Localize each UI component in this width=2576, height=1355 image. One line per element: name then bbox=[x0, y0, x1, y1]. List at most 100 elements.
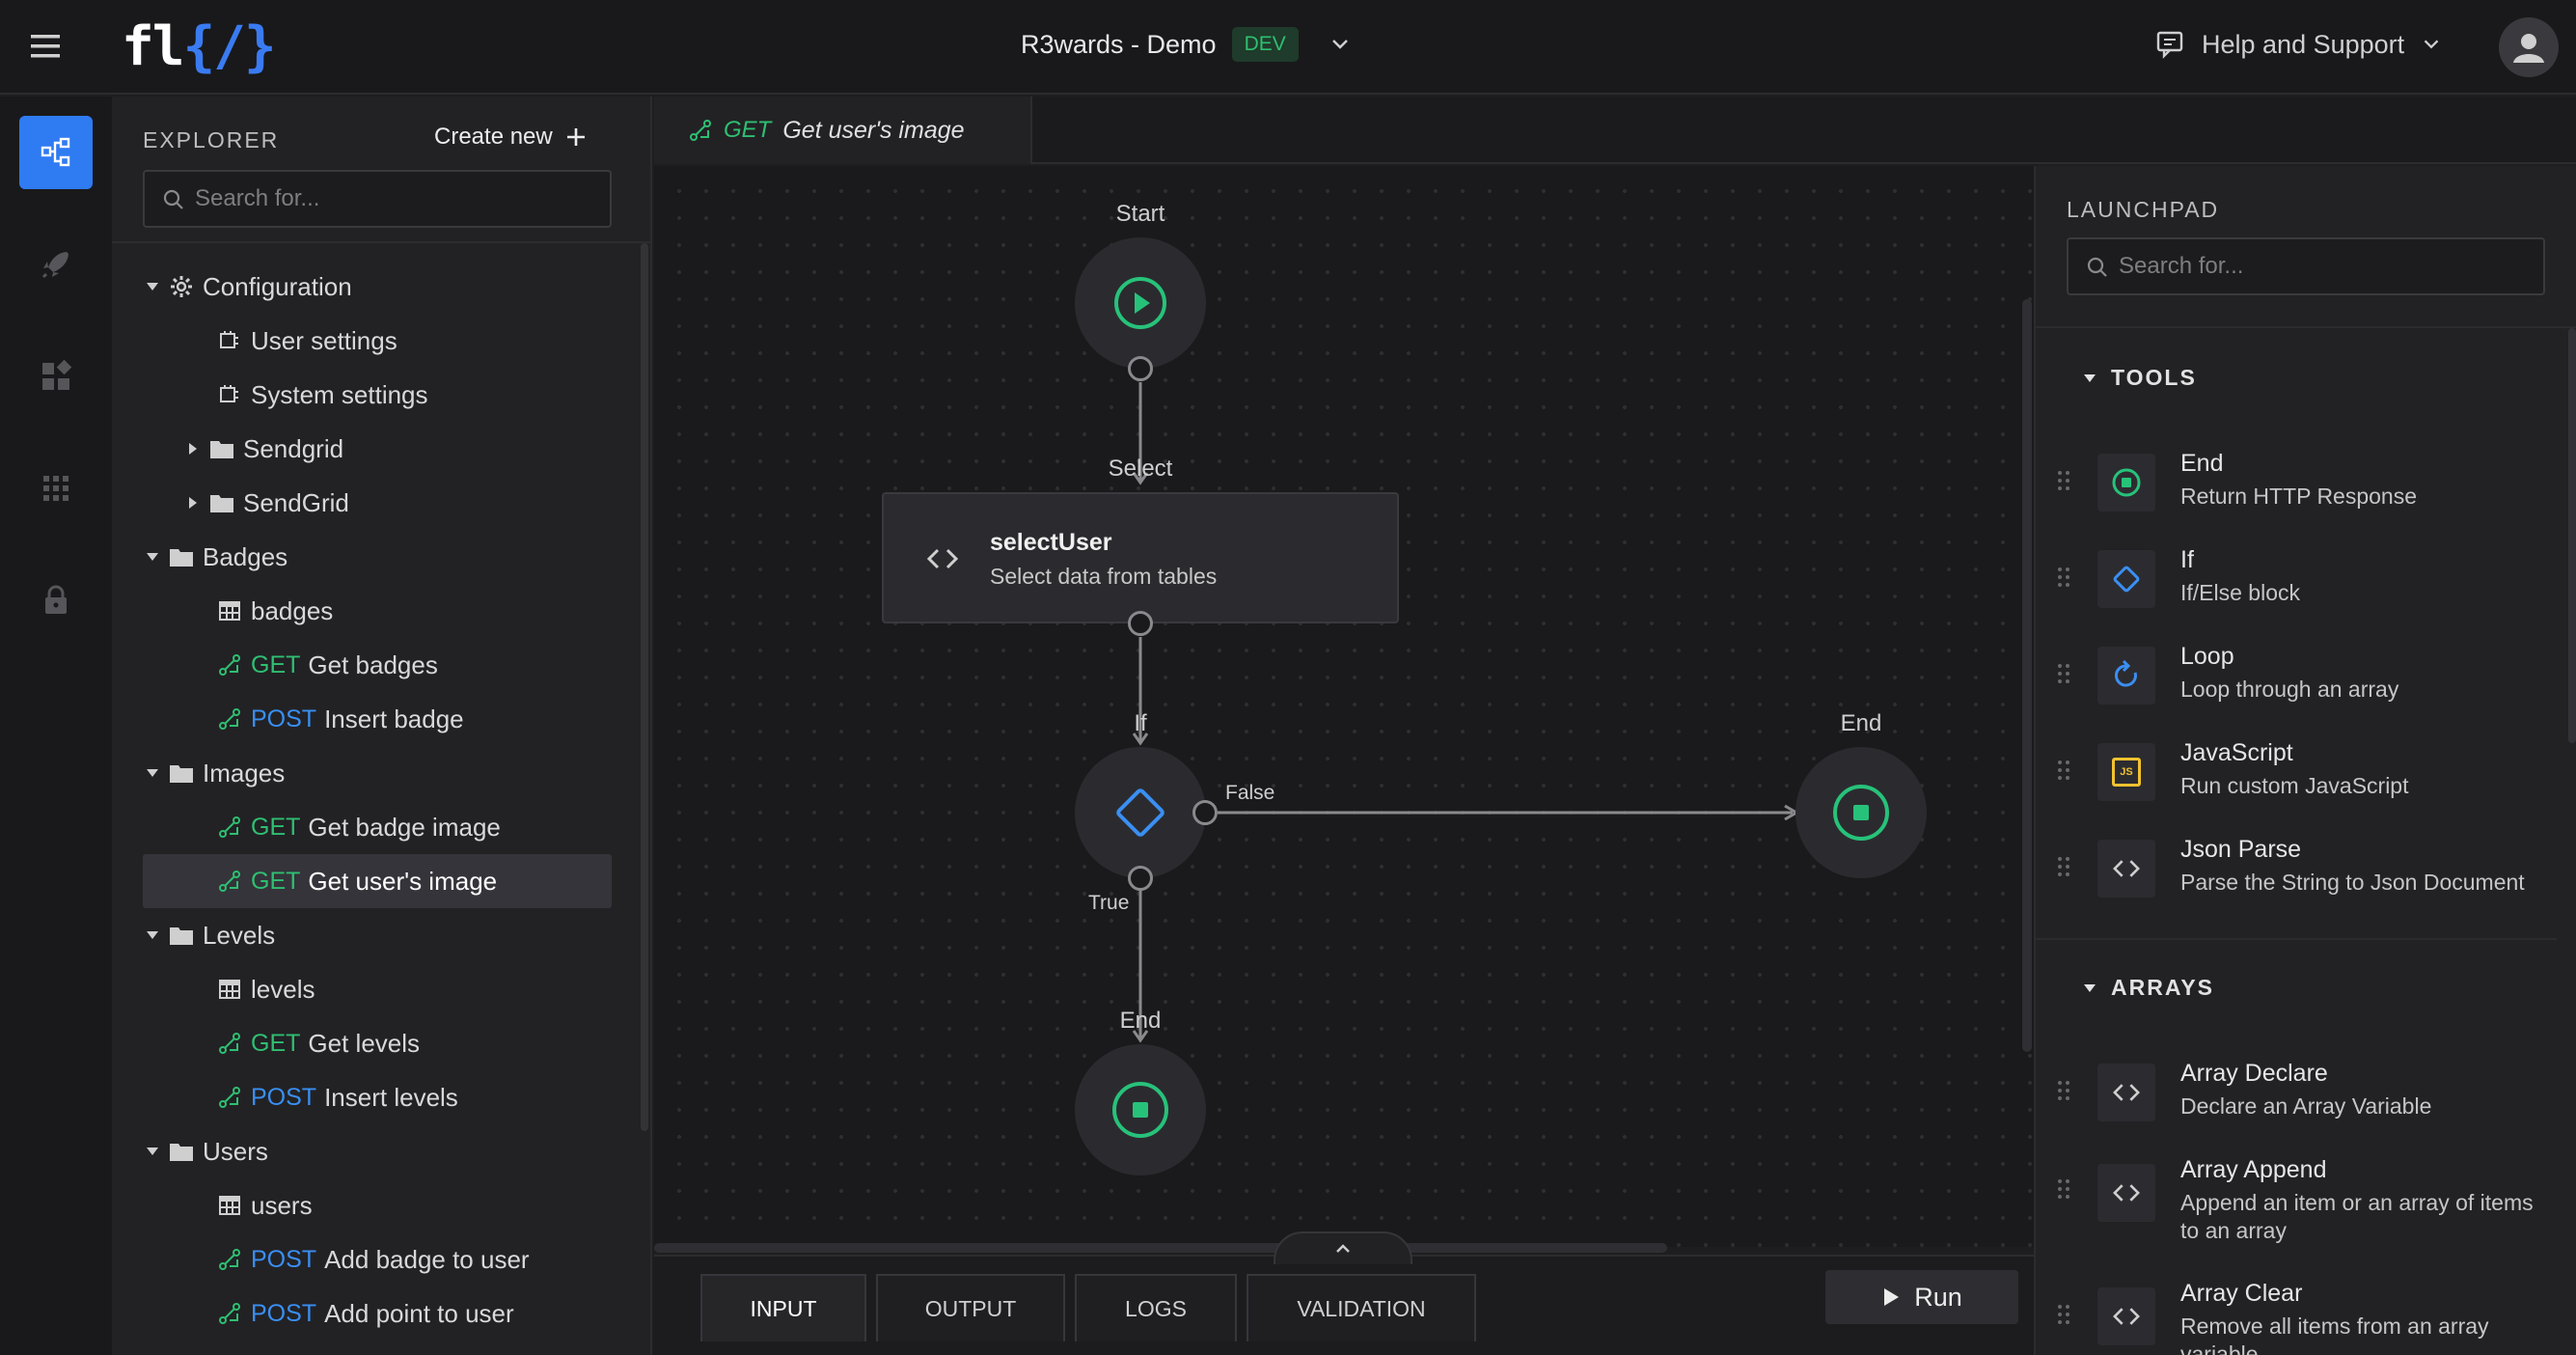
endpoint-icon bbox=[216, 705, 243, 733]
explorer-scrollbar[interactable] bbox=[641, 243, 648, 1131]
create-new-button[interactable]: Create new bbox=[434, 124, 588, 151]
tree-folder-images[interactable]: Images bbox=[143, 746, 612, 800]
tree-folder-badges[interactable]: Badges bbox=[143, 530, 612, 584]
endpoint-icon bbox=[216, 651, 243, 678]
bottom-panel: INPUT OUTPUT LOGS VALIDATION Run bbox=[654, 1255, 2034, 1355]
search-icon bbox=[162, 188, 185, 211]
tab-title: Get user's image bbox=[782, 116, 965, 144]
tool-end[interactable]: End Return HTTP Response bbox=[2057, 446, 2559, 542]
tree-folder-users[interactable]: Users bbox=[143, 1124, 612, 1178]
launchpad-title: LAUNCHPAD bbox=[2067, 197, 2220, 222]
tool-if[interactable]: If If/Else block bbox=[2057, 542, 2559, 639]
folder-icon bbox=[168, 543, 195, 570]
launchpad-search-input[interactable] bbox=[2119, 253, 2543, 280]
if-node[interactable] bbox=[1075, 747, 1206, 878]
launchpad-search bbox=[2067, 237, 2545, 295]
chevron-down-icon bbox=[2420, 33, 2443, 56]
drag-handle-icon[interactable] bbox=[2057, 855, 2070, 878]
tree-endpoint-get-badges[interactable]: GET Get badges bbox=[143, 638, 612, 692]
code-icon bbox=[2097, 840, 2155, 898]
tree-item-levels-table[interactable]: levels bbox=[143, 962, 612, 1016]
tree-endpoint-add-badge-to-user[interactable]: POST Add badge to user bbox=[143, 1232, 612, 1286]
tree-endpoint-get-badge-image[interactable]: GET Get badge image bbox=[143, 800, 612, 854]
drag-handle-icon[interactable] bbox=[2057, 1177, 2070, 1201]
hamburger-menu-icon[interactable] bbox=[29, 29, 64, 64]
endpoint-icon bbox=[216, 1300, 243, 1327]
tree-item-system-settings[interactable]: System settings bbox=[143, 368, 612, 422]
rail-deploy-button[interactable] bbox=[19, 228, 93, 301]
tree-item-user-settings[interactable]: User settings bbox=[143, 314, 612, 368]
canvas-horizontal-scrollbar[interactable] bbox=[654, 1243, 1667, 1253]
section-arrays-header[interactable]: ARRAYS bbox=[2082, 975, 2214, 1001]
tree-item-users-table[interactable]: users bbox=[143, 1178, 612, 1232]
run-button[interactable]: Run bbox=[1825, 1270, 2018, 1324]
tab-output[interactable]: OUTPUT bbox=[876, 1274, 1065, 1341]
tree-endpoint-insert-levels[interactable]: POST Insert levels bbox=[143, 1070, 612, 1124]
start-node[interactable] bbox=[1075, 237, 1206, 369]
launchpad-scrollbar[interactable] bbox=[2568, 328, 2576, 743]
tab-logs[interactable]: LOGS bbox=[1075, 1274, 1237, 1341]
flow-canvas[interactable] bbox=[654, 166, 2034, 1247]
drag-handle-icon[interactable] bbox=[2057, 469, 2070, 492]
tree-folder-configuration[interactable]: Configuration bbox=[143, 260, 612, 314]
if-true-port[interactable] bbox=[1128, 866, 1153, 891]
tree-folder-sendgrid[interactable]: Sendgrid bbox=[143, 422, 612, 476]
tool-loop[interactable]: Loop Loop through an array bbox=[2057, 639, 2559, 735]
tool-json-parse[interactable]: Json Parse Parse the String to Json Docu… bbox=[2057, 832, 2559, 928]
tool-array-append[interactable]: Array Append Append an item or an array … bbox=[2057, 1152, 2559, 1249]
end-node-false[interactable] bbox=[1795, 747, 1927, 878]
drag-handle-icon[interactable] bbox=[2057, 1079, 2070, 1102]
tree-folder-sendgrid-2[interactable]: SendGrid bbox=[143, 476, 612, 530]
tool-array-clear[interactable]: Array Clear Remove all items from an arr… bbox=[2057, 1276, 2559, 1355]
tree-endpoint-insert-badge[interactable]: POST Insert badge bbox=[143, 692, 612, 746]
explorer-search-input[interactable] bbox=[195, 185, 610, 212]
launchpad-divider bbox=[2036, 326, 2576, 328]
code-icon bbox=[2097, 1164, 2155, 1222]
tree-endpoint-add-point-to-user[interactable]: POST Add point to user bbox=[143, 1286, 612, 1341]
canvas-vertical-scrollbar[interactable] bbox=[2022, 299, 2032, 1052]
start-output-port[interactable] bbox=[1128, 356, 1153, 381]
tool-array-declare[interactable]: Array Declare Declare an Array Variable bbox=[2057, 1056, 2559, 1152]
tree-endpoint-get-users-image[interactable]: GET Get user's image bbox=[143, 854, 612, 908]
select-output-port[interactable] bbox=[1128, 611, 1153, 636]
collapse-panel-toggle[interactable] bbox=[1274, 1231, 1412, 1264]
folder-icon bbox=[208, 435, 235, 462]
tab-input[interactable]: INPUT bbox=[700, 1274, 866, 1341]
endpoint-icon bbox=[689, 119, 712, 142]
if-node-label: If bbox=[1134, 710, 1147, 736]
drag-handle-icon[interactable] bbox=[2057, 1303, 2070, 1326]
drag-handle-icon[interactable] bbox=[2057, 662, 2070, 685]
javascript-icon: JS bbox=[2097, 743, 2155, 801]
tab-get-users-image[interactable]: GET Get user's image bbox=[654, 97, 1032, 164]
section-tools-header[interactable]: TOOLS bbox=[2082, 365, 2197, 391]
explorer-divider bbox=[112, 241, 650, 243]
tree-endpoint-get-levels[interactable]: GET Get levels bbox=[143, 1016, 612, 1070]
project-selector[interactable]: R3wards - Demo DEV bbox=[1021, 27, 1353, 62]
launchpad-panel: LAUNCHPAD TOOLS End Return HTTP Response… bbox=[2034, 166, 2576, 1355]
help-and-support-menu[interactable]: Help and Support bbox=[2155, 29, 2443, 60]
tree-item-badges-table[interactable]: badges bbox=[143, 584, 612, 638]
rail-widgets-button[interactable] bbox=[19, 340, 93, 413]
help-and-support-label: Help and Support bbox=[2202, 29, 2405, 59]
drag-handle-icon[interactable] bbox=[2057, 566, 2070, 589]
code-icon bbox=[2097, 1287, 2155, 1345]
app-logo: fl{/} bbox=[122, 15, 277, 78]
endpoint-icon bbox=[216, 1246, 243, 1273]
user-avatar[interactable] bbox=[2499, 17, 2559, 77]
tab-validation[interactable]: VALIDATION bbox=[1247, 1274, 1476, 1341]
drag-handle-icon[interactable] bbox=[2057, 759, 2070, 782]
select-user-node[interactable]: selectUser Select data from tables bbox=[882, 492, 1399, 623]
if-false-port[interactable] bbox=[1192, 800, 1218, 825]
tree-folder-levels[interactable]: Levels bbox=[143, 908, 612, 962]
code-icon bbox=[2097, 1064, 2155, 1121]
endpoint-icon bbox=[216, 868, 243, 895]
rail-security-button[interactable] bbox=[19, 564, 93, 637]
loop-icon bbox=[2097, 647, 2155, 705]
select-node-subtitle: Select data from tables bbox=[990, 564, 1218, 589]
tool-javascript[interactable]: JS JavaScript Run custom JavaScript bbox=[2057, 735, 2559, 832]
end-true-node-label: End bbox=[1119, 1008, 1162, 1034]
stop-icon bbox=[1833, 785, 1889, 841]
end-node-true[interactable] bbox=[1075, 1044, 1206, 1175]
rail-flows-button[interactable] bbox=[19, 116, 93, 189]
rail-apps-button[interactable] bbox=[19, 452, 93, 525]
